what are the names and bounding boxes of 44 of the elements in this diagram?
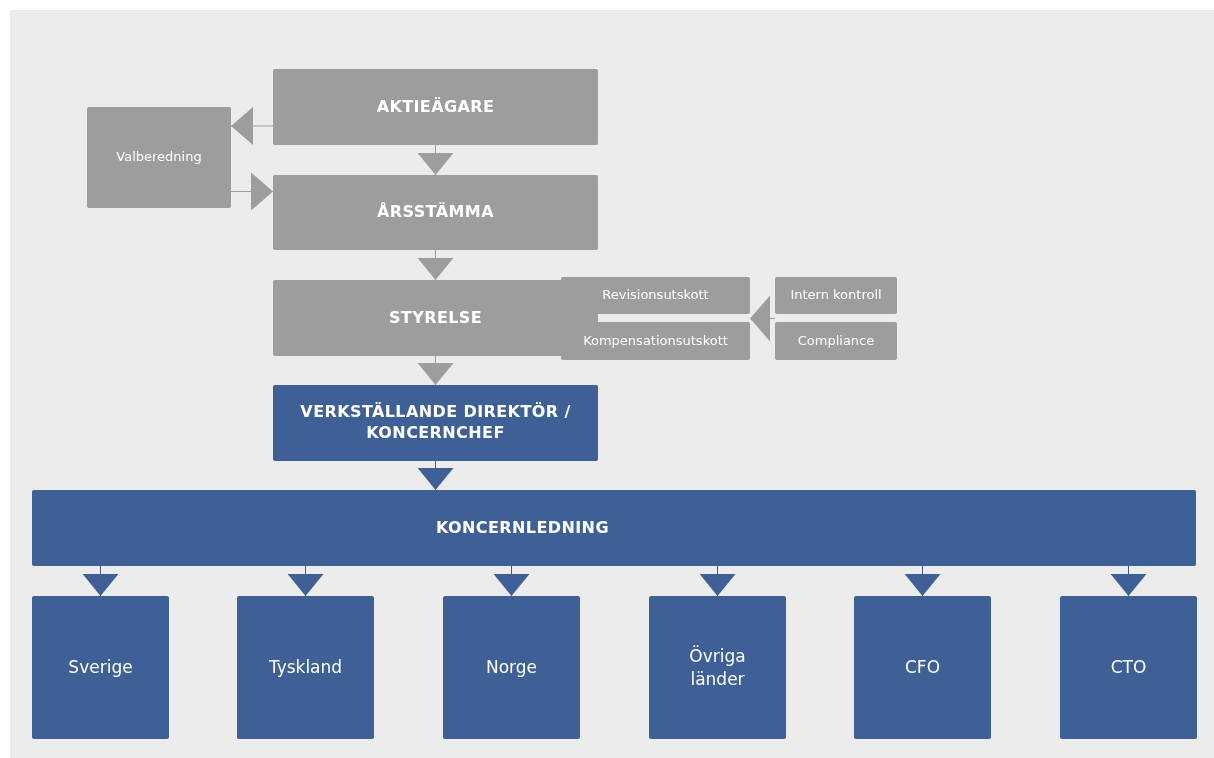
box-label: STYRELSE	[388, 307, 483, 329]
governance-box	[561, 277, 750, 314]
box-label: Tyskland	[268, 656, 343, 679]
box-label: ÅRSSTÄMMA	[377, 202, 494, 223]
unit-box	[32, 596, 169, 739]
arrow	[1110, 565, 1147, 597]
box-label: Norge	[485, 656, 538, 679]
governance-box	[775, 322, 897, 360]
governance-box	[775, 277, 897, 314]
arrow	[493, 565, 530, 597]
box-label: Sverige	[68, 656, 133, 679]
arrow	[699, 565, 736, 597]
arrow	[749, 295, 776, 342]
governance-box	[273, 175, 598, 250]
governance-box	[561, 322, 750, 360]
unit-box	[1060, 596, 1197, 739]
unit-box	[854, 596, 991, 739]
governance-box	[273, 69, 598, 145]
box-label: Kompensationsutskott	[583, 332, 728, 350]
box-label: VERKSTÄLLANDE DIREKTÖR / KONCERNCHEF	[299, 402, 572, 444]
box-label: Övriga länder	[688, 645, 747, 690]
unit-box	[443, 596, 580, 739]
arrow	[417, 460, 454, 491]
governance-box	[87, 107, 231, 208]
box-label: Intern kontroll	[790, 287, 882, 304]
box-label: CTO	[1110, 656, 1147, 679]
box-label: Valberedning	[116, 149, 202, 166]
box-label: Compliance	[797, 332, 875, 350]
arrow	[417, 249, 454, 281]
unit-box	[649, 596, 786, 739]
box-label: CFO	[905, 656, 940, 679]
arrow	[230, 172, 274, 211]
arrow	[904, 565, 941, 597]
arrow	[417, 355, 454, 386]
box-label: Revisionsutskott	[602, 287, 709, 304]
arrow	[417, 144, 454, 176]
unit-box	[237, 596, 374, 739]
unit-box	[273, 385, 598, 461]
box-label: AKTIEÄGARE	[376, 96, 495, 118]
unit-box	[32, 490, 1196, 566]
arrow	[287, 565, 324, 597]
arrow	[82, 565, 119, 597]
box-label: KONCERNLEDNING	[436, 517, 609, 539]
arrow	[230, 107, 274, 145]
